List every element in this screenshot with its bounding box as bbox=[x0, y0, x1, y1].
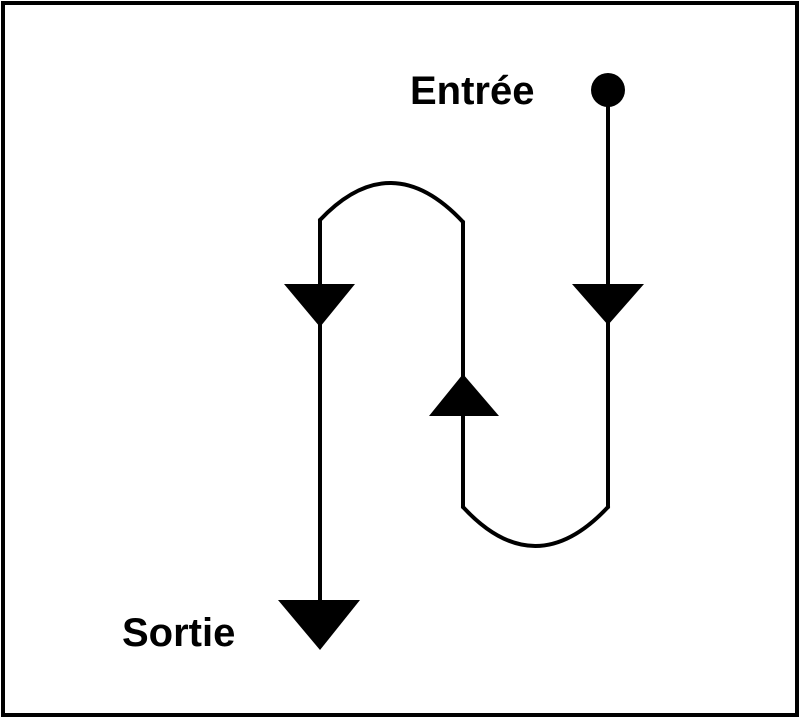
path-curve-bottom bbox=[461, 505, 610, 548]
path-curve-top bbox=[318, 181, 465, 224]
arrow-down-left-icon bbox=[284, 284, 355, 327]
arrow-exit-down-icon bbox=[278, 600, 360, 650]
entry-label: Entrée bbox=[410, 69, 535, 113]
arrow-down-right-icon bbox=[572, 284, 644, 325]
exit-label: Sortie bbox=[122, 611, 235, 655]
arrow-up-middle-icon bbox=[429, 374, 499, 416]
entry-point-dot bbox=[591, 73, 625, 107]
